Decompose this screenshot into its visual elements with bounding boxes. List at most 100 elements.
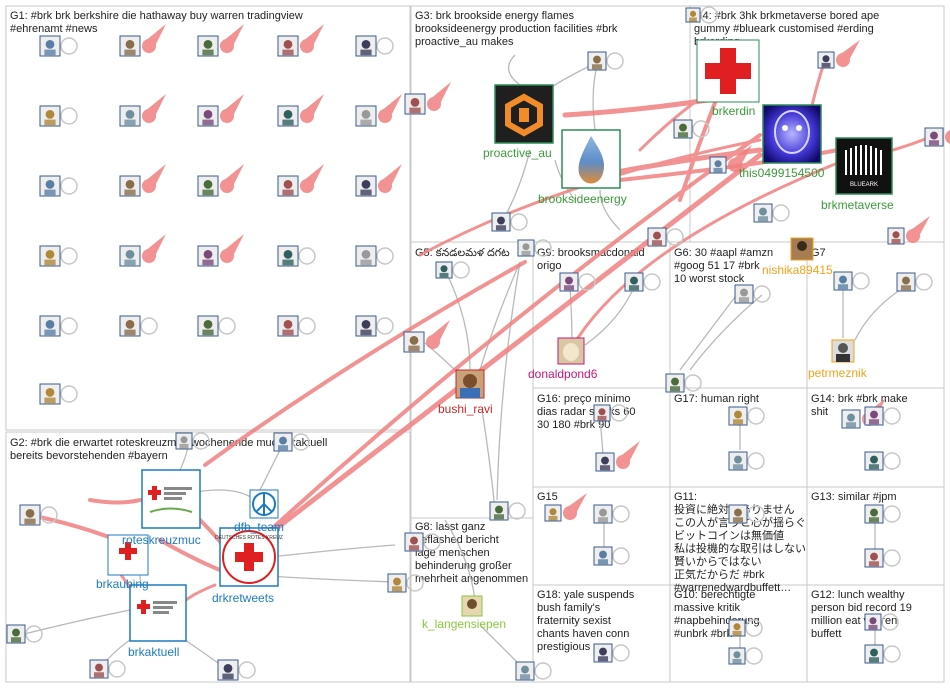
node-brooksideenergy[interactable] (561, 129, 621, 189)
label-brkmetaverse[interactable]: brkmetaverse (821, 198, 894, 212)
node-dfb-team[interactable] (249, 489, 279, 519)
label-this0499154500[interactable]: this0499154500 (739, 166, 825, 180)
avatar-node[interactable] (864, 613, 882, 631)
node-roteskreuzmuc[interactable] (141, 469, 201, 529)
node-brkaubing[interactable] (107, 534, 149, 576)
avatar-node[interactable] (924, 127, 944, 147)
avatar-node[interactable] (197, 105, 219, 127)
avatar-node[interactable] (39, 35, 61, 57)
avatar-node[interactable] (277, 105, 299, 127)
avatar-node[interactable] (864, 406, 884, 426)
avatar-node[interactable] (593, 504, 613, 524)
avatar-node[interactable] (119, 315, 141, 337)
node-donaldpond6[interactable] (557, 337, 585, 365)
node-petrmeznik[interactable] (831, 339, 855, 363)
avatar-node[interactable] (175, 432, 193, 450)
avatar-node[interactable] (887, 227, 905, 245)
avatar-node[interactable] (544, 504, 562, 522)
avatar-node[interactable] (435, 261, 453, 279)
avatar-node[interactable] (753, 203, 773, 223)
avatar-node[interactable] (841, 409, 861, 429)
avatar-node[interactable] (647, 227, 667, 247)
avatar-node[interactable] (728, 406, 748, 426)
label-k-langensiepen[interactable]: k_langensiepen (422, 617, 506, 631)
avatar-node[interactable] (277, 175, 299, 197)
node-drkretweets[interactable]: DEUTSCHES ROTES KREUZ (215, 527, 283, 587)
node-brkmetaverse[interactable]: BLUEARK (835, 137, 893, 195)
label-dfb-team[interactable]: dfb_team (234, 520, 284, 534)
avatar-node[interactable] (39, 105, 61, 127)
avatar-node[interactable] (404, 93, 426, 115)
label-proactive-au[interactable]: proactive_au (483, 146, 552, 160)
avatar-node[interactable] (39, 175, 61, 197)
avatar-node[interactable] (277, 245, 299, 267)
avatar-node[interactable] (197, 175, 219, 197)
avatar-node[interactable] (673, 119, 693, 139)
avatar-node[interactable] (39, 245, 61, 267)
avatar-node[interactable] (728, 647, 746, 665)
avatar-node[interactable] (119, 35, 141, 57)
avatar-node[interactable] (19, 504, 41, 526)
avatar-node[interactable] (864, 548, 884, 568)
avatar-node[interactable] (515, 661, 535, 681)
avatar-node[interactable] (728, 451, 748, 471)
node-proactive-au[interactable] (494, 84, 554, 144)
avatar-node[interactable] (685, 7, 701, 23)
node-this0499154500[interactable] (762, 104, 822, 164)
avatar-node[interactable] (593, 643, 613, 663)
avatar-node[interactable] (387, 573, 407, 593)
avatar-node[interactable] (404, 532, 424, 552)
node-k-langensiepen[interactable] (461, 595, 483, 617)
avatar-node[interactable] (587, 51, 607, 71)
avatar-node[interactable] (119, 175, 141, 197)
avatar-node[interactable] (728, 504, 748, 524)
avatar-node[interactable] (817, 51, 835, 69)
label-donaldpond6[interactable]: donaldpond6 (528, 367, 598, 381)
avatar-node[interactable] (355, 175, 377, 197)
label-brooksideenergy[interactable]: brooksideenergy (538, 192, 627, 206)
avatar-node[interactable] (277, 315, 299, 337)
label-brkaktuell[interactable]: brkaktuell (128, 645, 179, 659)
avatar-node[interactable] (197, 245, 219, 267)
label-nishika89415[interactable]: nishika89415 (762, 263, 833, 277)
avatar-node[interactable] (734, 284, 754, 304)
avatar-node[interactable] (403, 331, 425, 353)
label-brkerding[interactable]: brkerdin (712, 104, 755, 118)
avatar-node[interactable] (197, 35, 219, 57)
avatar-node[interactable] (355, 35, 377, 57)
avatar-node[interactable] (624, 272, 644, 292)
avatar-node[interactable] (665, 373, 685, 393)
avatar-node[interactable] (277, 35, 299, 57)
avatar-node[interactable] (864, 644, 884, 664)
node-bushi-ravi[interactable] (455, 369, 485, 399)
label-brkaubing[interactable]: brkaubing (96, 577, 149, 591)
avatar-node[interactable] (559, 272, 579, 292)
avatar-node[interactable] (39, 315, 61, 337)
avatar-node[interactable] (119, 105, 141, 127)
avatar-node[interactable] (355, 315, 377, 337)
avatar-node[interactable] (355, 105, 377, 127)
avatar-node[interactable] (39, 383, 61, 405)
avatar-node[interactable] (517, 239, 535, 257)
avatar-node[interactable] (728, 619, 746, 637)
label-bushi-ravi[interactable]: bushi_ravi (438, 402, 493, 416)
avatar-node[interactable] (593, 404, 611, 422)
avatar-node[interactable] (89, 659, 109, 679)
avatar-node[interactable] (896, 272, 916, 292)
avatar-node[interactable] (491, 212, 511, 232)
avatar-node[interactable] (864, 504, 884, 524)
avatar-node[interactable] (864, 451, 884, 471)
node-nishika89415[interactable] (790, 237, 814, 261)
label-roteskreuzmuc[interactable]: roteskreuzmuc (122, 533, 201, 547)
avatar-node[interactable] (709, 156, 727, 174)
avatar-node[interactable] (6, 624, 26, 644)
avatar-node[interactable] (355, 245, 377, 267)
avatar-node[interactable] (197, 315, 219, 337)
avatar-node[interactable] (833, 271, 853, 291)
label-drkretweets[interactable]: drkretweets (212, 591, 274, 605)
avatar-node[interactable] (273, 432, 293, 452)
avatar-node[interactable] (489, 501, 509, 521)
avatar-node[interactable] (595, 452, 615, 472)
avatar-node[interactable] (593, 546, 613, 566)
avatar-node[interactable] (119, 245, 141, 267)
